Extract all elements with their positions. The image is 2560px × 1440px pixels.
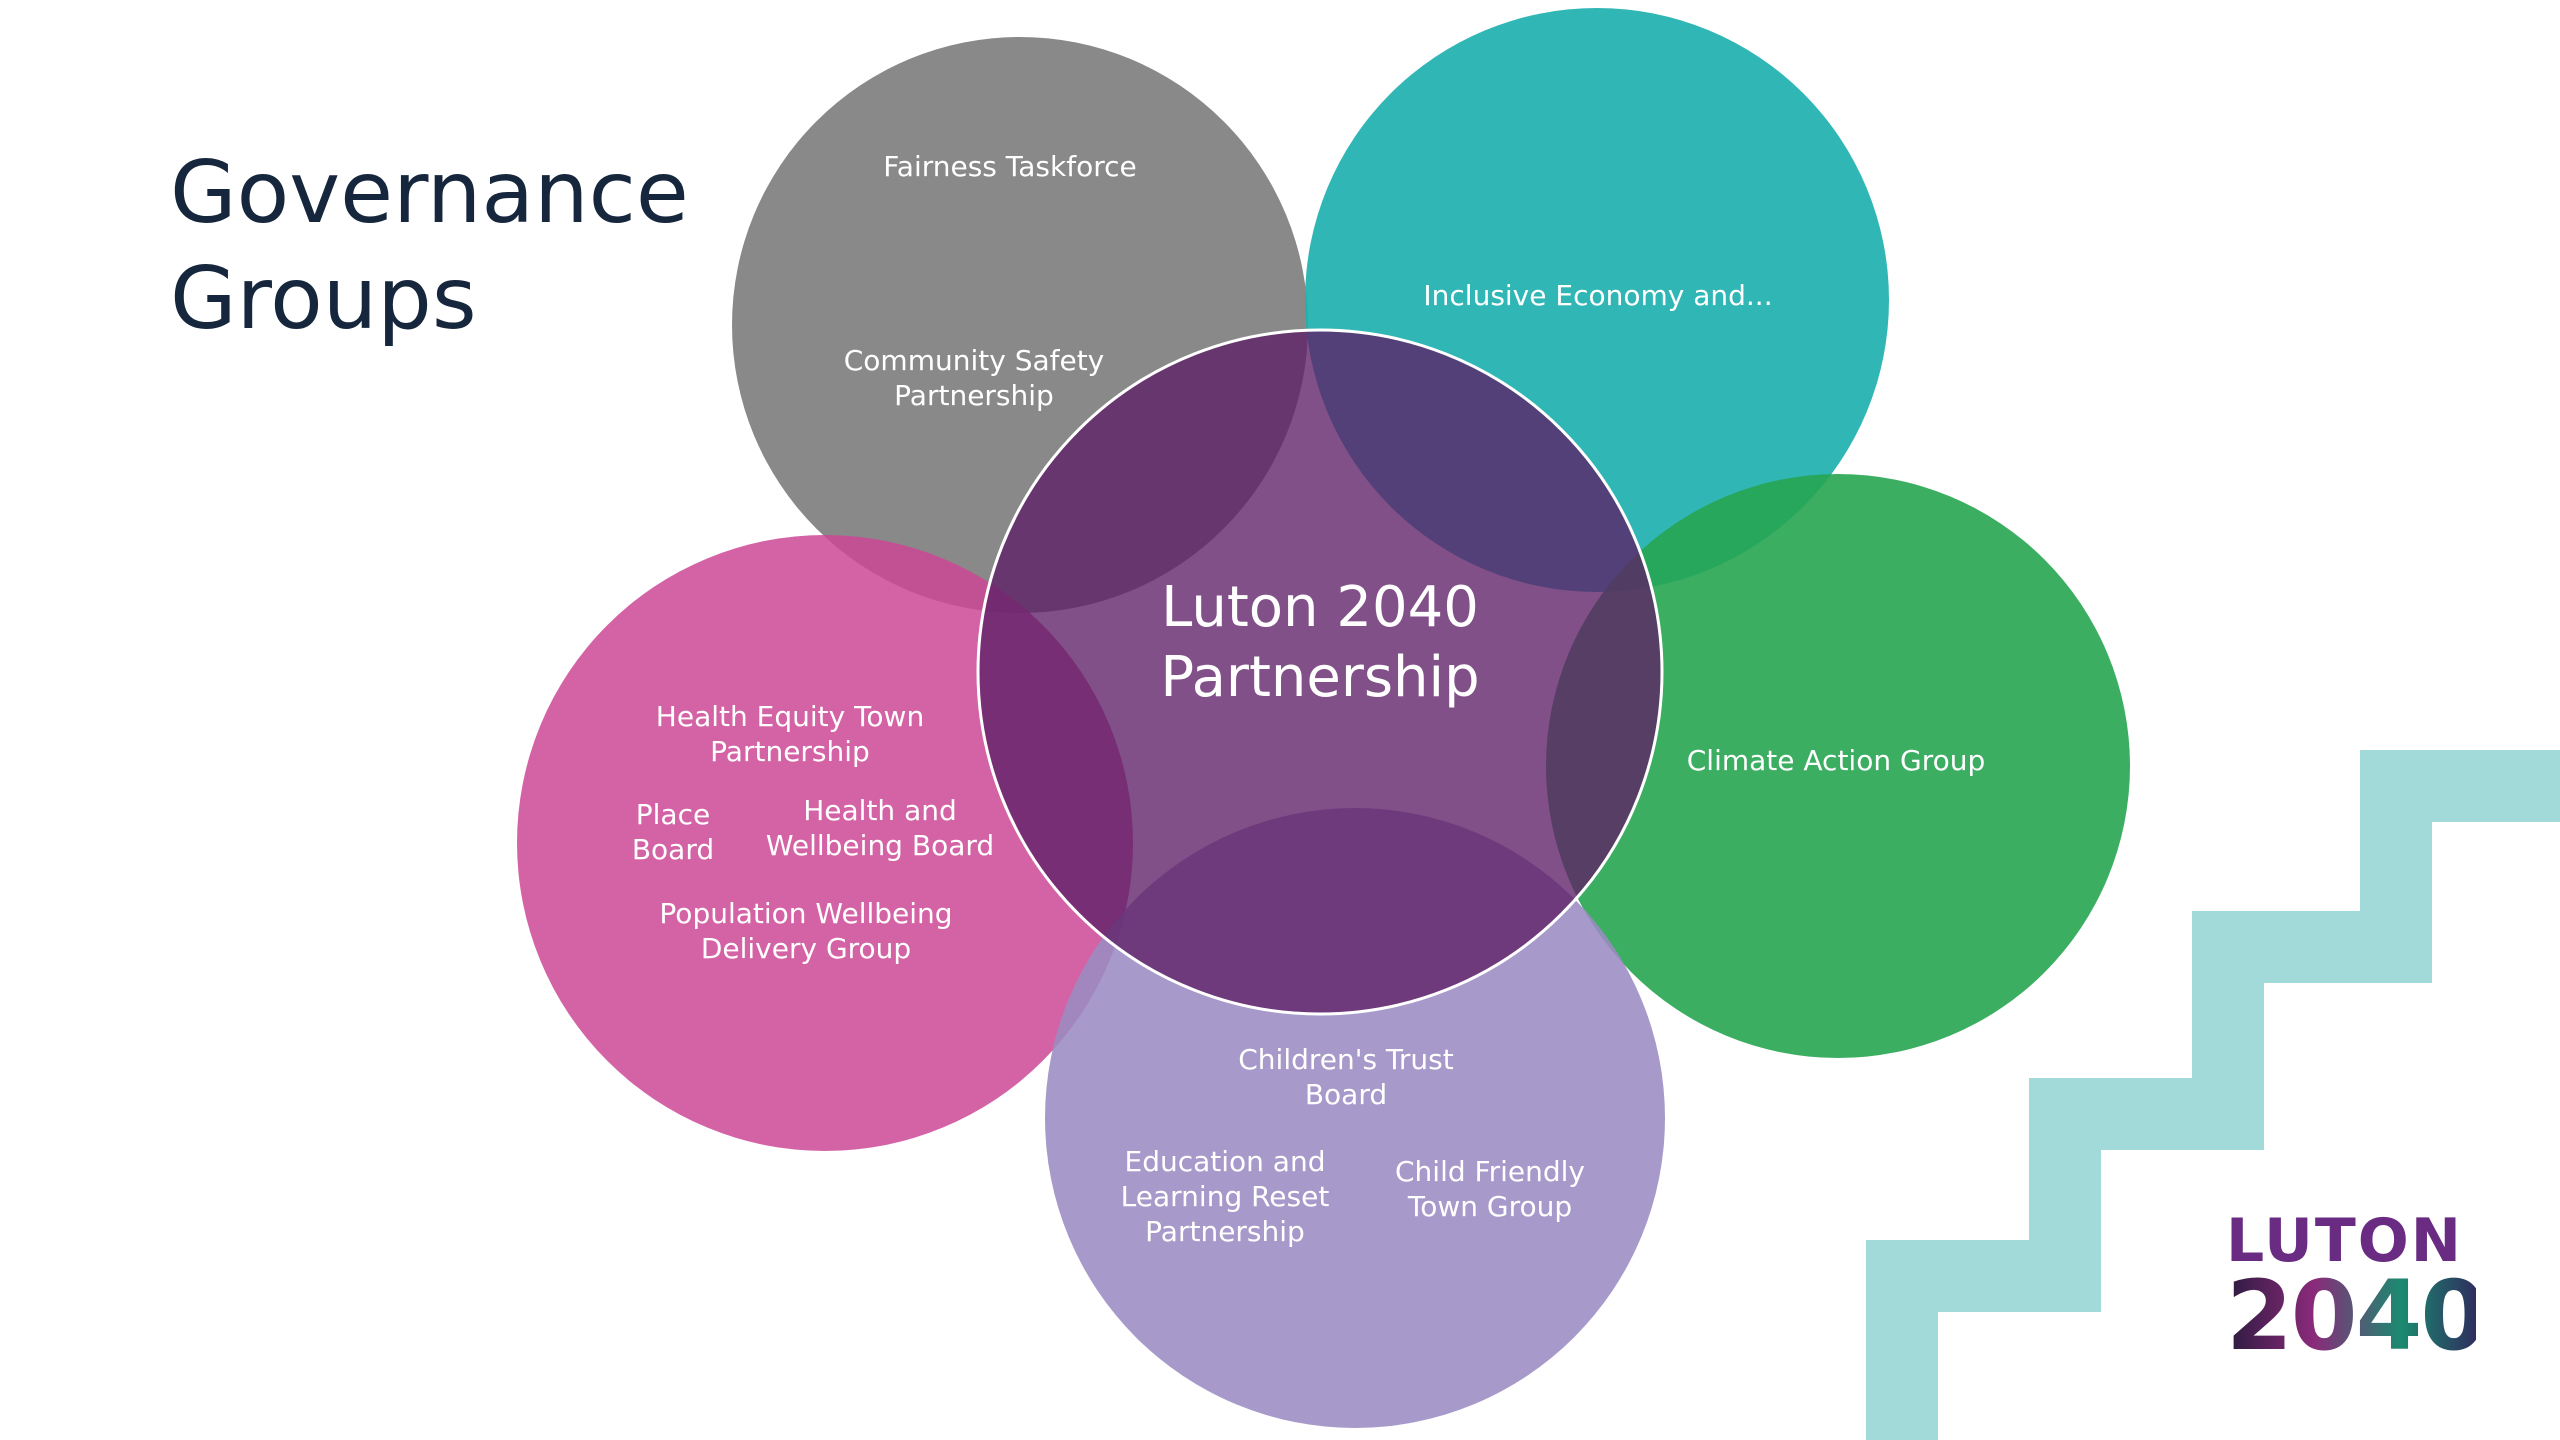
label-health-equity-line-1: Health Equity Town [656,700,924,733]
label-population-wellbeing-line-2: Delivery Group [701,932,911,965]
label-place-board-line-2: Board [632,833,714,866]
luton-2040-logo: LUTON 2040 [2226,1206,2487,1372]
label-fairness-taskforce: Fairness Taskforce [883,150,1136,183]
label-childrens-trust-line-2: Board [1305,1078,1387,1111]
circle-green [1546,474,2130,1058]
logo-bottom-text: 2040 [2226,1260,2487,1372]
center-label-line-1: Luton 2040 [1161,575,1479,640]
staircase-decoration [1866,750,2560,1440]
circle-center [976,328,1664,1016]
label-childrens-trust-line-1: Children's Trust [1238,1043,1454,1076]
logo-top-text: LUTON [2226,1206,2463,1276]
label-community-safety-line-1: Community Safety [844,344,1105,377]
label-community-safety-line-2: Partnership [894,379,1054,412]
page-title: Governance Groups [170,140,689,352]
label-education-learning-line-2: Learning Reset [1121,1180,1330,1213]
page-title-line-2: Groups [170,249,477,349]
label-health-wellbeing-line-1: Health and [803,794,957,827]
page-title-line-1: Governance [170,143,689,243]
label-child-friendly-line-1: Child Friendly [1395,1155,1585,1188]
label-health-equity-line-2: Partnership [710,735,870,768]
label-education-learning-line-1: Education and [1125,1145,1326,1178]
label-health-wellbeing-line-2: Wellbeing Board [766,829,994,862]
label-education-learning-line-3: Partnership [1145,1215,1305,1248]
label-climate-action-group: Climate Action Group [1687,744,1985,777]
label-inclusive-economy: Inclusive Economy and... [1423,279,1772,312]
label-child-friendly-line-2: Town Group [1407,1190,1572,1223]
center-label-line-2: Partnership [1160,645,1479,710]
label-place-board-line-1: Place [636,798,710,831]
label-population-wellbeing-line-1: Population Wellbeing [659,897,952,930]
